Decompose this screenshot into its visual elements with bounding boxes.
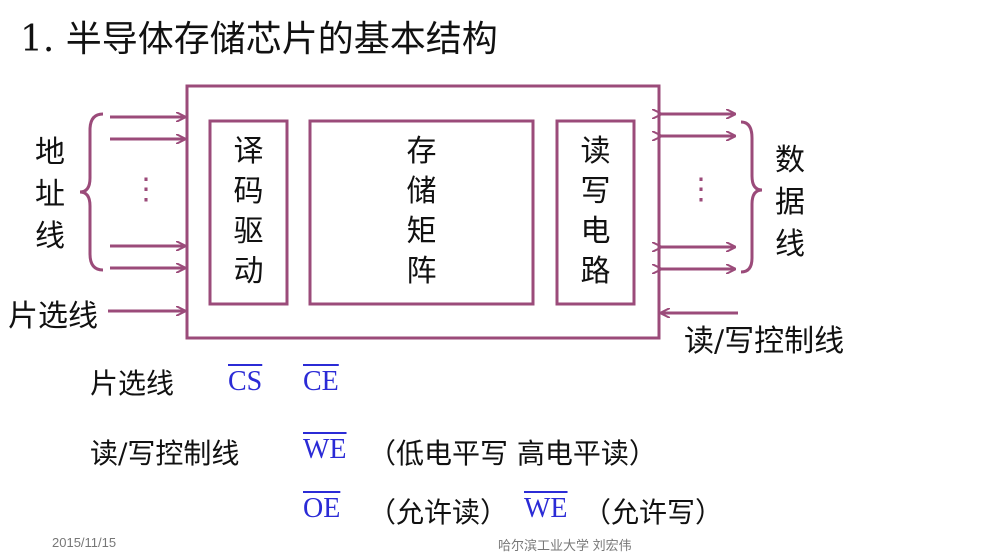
rw-circuit-char: 电 xyxy=(580,214,611,249)
we-note: （低电平写 高电平读） xyxy=(368,437,657,470)
address-char: 址 xyxy=(35,177,65,212)
legend-rw-label: 读/写控制线 xyxy=(90,437,240,470)
footer-date: 2015/11/15 xyxy=(52,535,117,550)
slide-title: 1. 半导体存储芯片的基本结构 xyxy=(20,19,498,60)
memory-char: 矩 xyxy=(406,214,437,249)
data-char: 据 xyxy=(775,185,805,220)
decoder-char: 码 xyxy=(233,174,264,209)
oe-note: （允许读） xyxy=(368,496,509,529)
decoder-char: 译 xyxy=(233,134,264,169)
data-char: 线 xyxy=(775,227,805,262)
decoder-char: 动 xyxy=(233,254,264,289)
legend-chip-select-label: 片选线 xyxy=(90,367,175,400)
signal-we-2: WE xyxy=(524,493,568,524)
address-char: 线 xyxy=(35,219,65,254)
memory-char: 存 xyxy=(406,134,437,169)
signal-cs: CS xyxy=(228,366,263,397)
we2-note: （允许写） xyxy=(583,496,724,529)
chip-outline xyxy=(185,84,661,340)
address-brace xyxy=(79,112,104,272)
chip-select-label: 片选线 xyxy=(8,299,98,334)
data-ellipsis: ⋮ xyxy=(686,172,716,207)
address-ellipsis: ⋮ xyxy=(131,172,161,207)
rw-circuit-label: 读 写 电 路 xyxy=(557,132,634,292)
signal-we: WE xyxy=(303,434,347,465)
rw-circuit-char: 写 xyxy=(580,174,611,209)
decoder-char: 驱 xyxy=(233,214,264,249)
rw-circuit-char: 路 xyxy=(580,254,611,289)
signal-ce: CE xyxy=(303,366,339,397)
data-char: 数 xyxy=(775,143,805,178)
decoder-box xyxy=(208,119,289,306)
data-lines-label: 数 据 线 xyxy=(770,140,810,266)
memory-char: 阵 xyxy=(406,254,437,289)
data-brace xyxy=(740,120,763,274)
address-char: 地 xyxy=(35,135,65,170)
decoder-label: 译 码 驱 动 xyxy=(210,132,287,292)
rw-circuit-char: 读 xyxy=(580,134,611,169)
address-lines-label: 地 址 线 xyxy=(30,132,70,258)
footer-author: 哈尔滨工业大学 刘宏伟 xyxy=(498,538,632,553)
rw-circuit-box xyxy=(555,119,636,306)
memory-array-label: 存 储 矩 阵 xyxy=(310,132,533,292)
memory-char: 储 xyxy=(406,174,437,209)
rw-control-label: 读/写控制线 xyxy=(684,324,845,359)
signal-oe: OE xyxy=(303,493,341,524)
memory-array-box xyxy=(308,119,535,306)
